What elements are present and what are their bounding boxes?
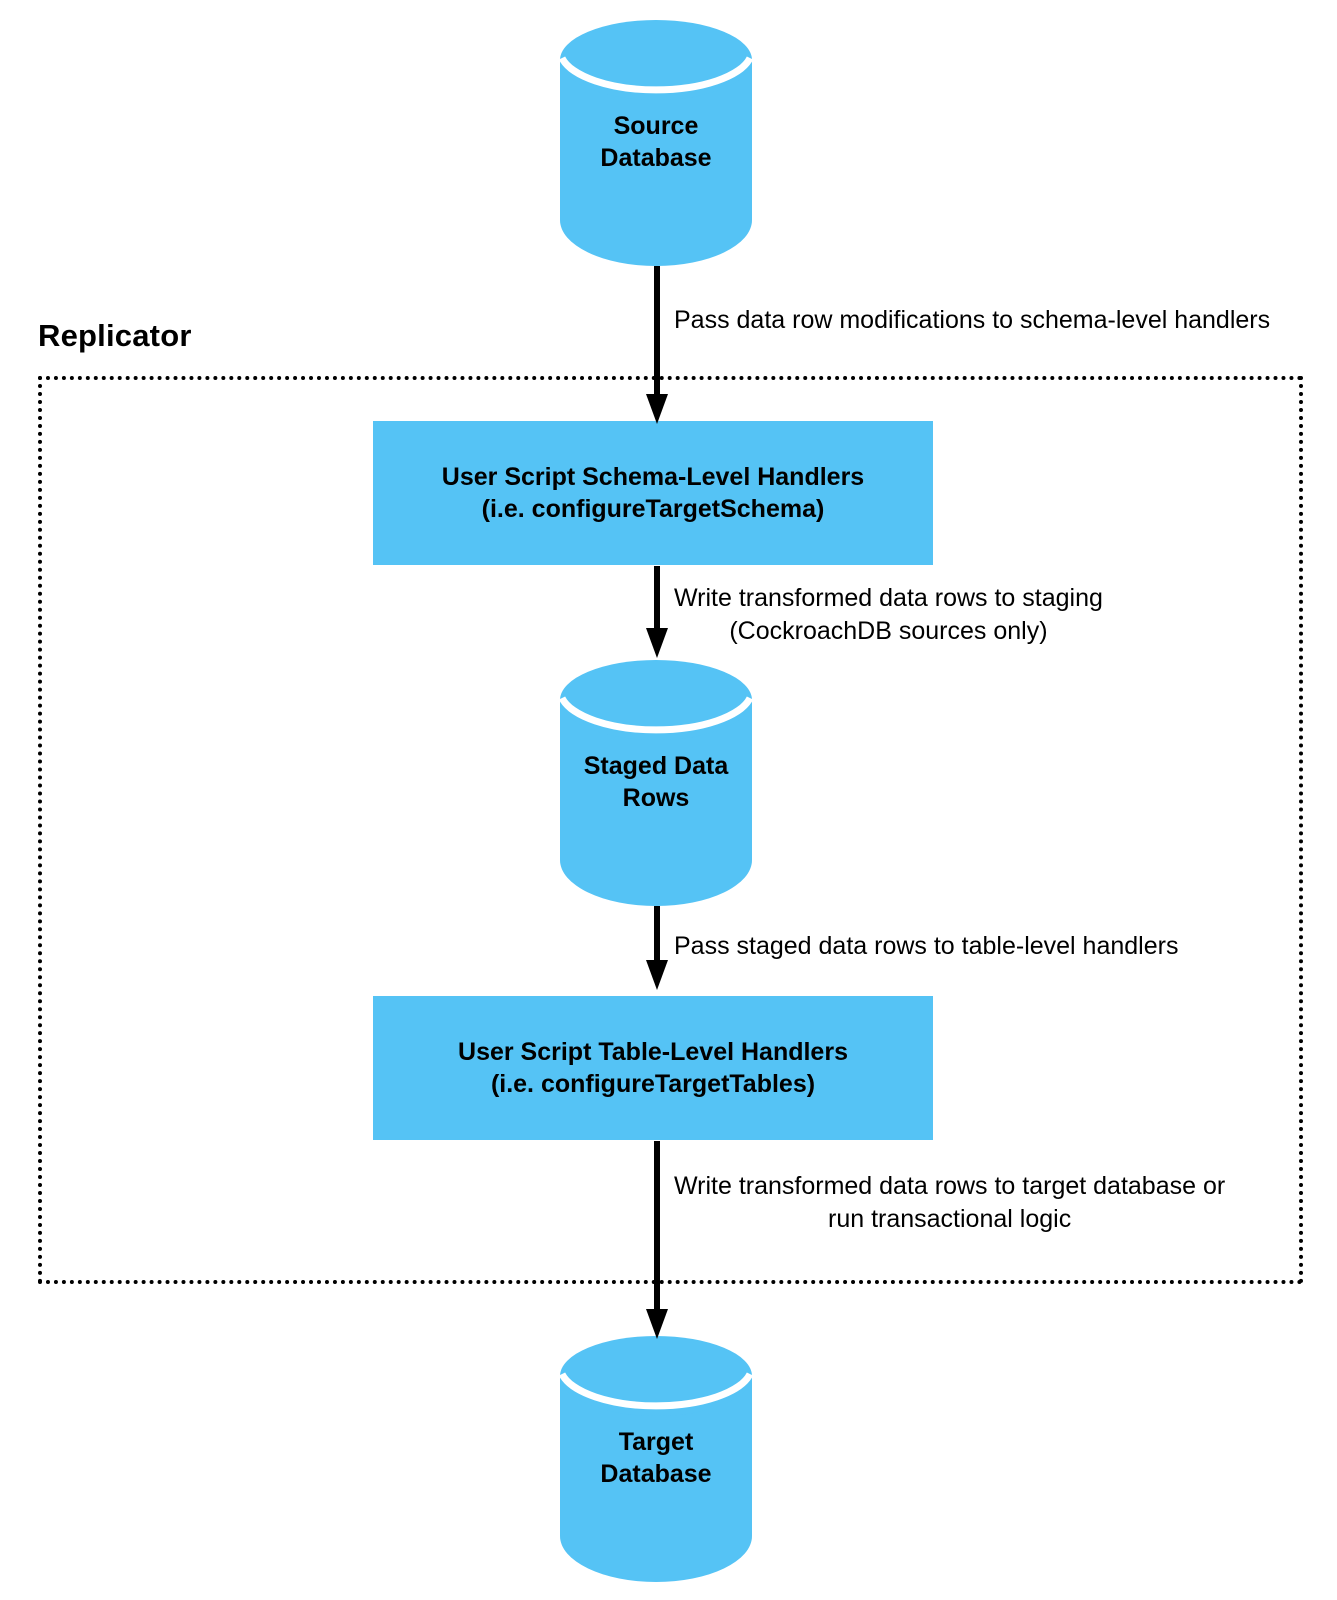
node-schema-level-handlers-label: User Script Schema-Level Handlers (i.e. … [441,462,865,524]
edge-table-handlers-to-target-label: Write transformed data rows to target da… [674,1172,1226,1233]
node-target-database-label: Target Database [600,1428,712,1488]
edge-staged-to-table-handlers-label: Pass staged data rows to table-level han… [674,932,1179,960]
edge-source-to-schema-handlers-label: Pass data row modifications to schema-le… [674,306,1271,334]
replicator-region-boundary [38,376,1303,1284]
node-table-level-handlers: User Script Table-Level Handlers (i.e. c… [373,996,933,1140]
cylinder-shape [560,660,752,906]
edge-schema-handlers-to-staged-arrow [646,566,668,660]
edge-staged-to-table-handlers-arrow [646,906,668,992]
node-table-level-handlers-label: User Script Table-Level Handlers (i.e. c… [458,1037,848,1099]
replicator-region-title: Replicator [38,318,192,353]
node-schema-level-handlers: User Script Schema-Level Handlers (i.e. … [373,421,933,565]
node-staged-data-rows-label: Staged Data Rows [583,752,729,812]
node-target-database: Target Database [560,1330,752,1582]
node-staged-data-rows: Staged Data Rows [560,654,752,906]
node-source-database: Source Database [560,14,752,266]
node-source-database-label: Source Database [600,112,712,172]
edge-table-handlers-to-target-arrow [646,1141,668,1341]
edge-source-to-schema-handlers-arrow [646,266,668,426]
cylinder-shape [560,20,752,266]
cylinder-shape [560,1336,752,1582]
edge-schema-handlers-to-staged-label: Write transformed data rows to staging (… [674,584,1103,645]
